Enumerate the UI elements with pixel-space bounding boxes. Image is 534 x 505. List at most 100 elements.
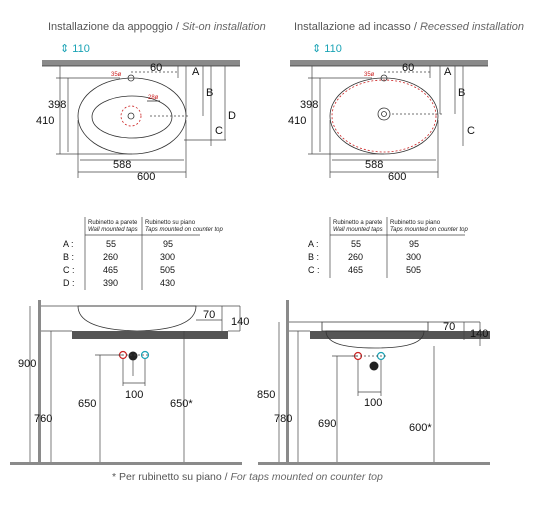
basin-inner-left (91, 95, 173, 139)
waste-icon-left (127, 112, 135, 120)
tap-hole-left (127, 74, 135, 82)
floor-right (258, 462, 490, 465)
th-top-en-right: Taps mounted on counter top (390, 227, 468, 233)
svg-text:B :: B : (308, 252, 319, 262)
tap-depth-label-left: ⇕ 110 (60, 43, 90, 55)
dim-600-right: 600 (388, 171, 406, 183)
wall-left (38, 300, 41, 464)
table-row: A : 55 95 (63, 239, 173, 249)
svg-text:A :: A : (308, 239, 319, 249)
svg-text:B :: B : (63, 252, 74, 262)
mixer-icon-left (128, 351, 138, 361)
table-row: B : 260 300 (308, 252, 421, 262)
svg-text:C :: C : (308, 265, 320, 275)
table-left: Rubinetto a parete Wall mounted taps Rub… (63, 217, 223, 290)
footnote: * Per rubinetto su piano / For taps moun… (112, 471, 383, 483)
table-row: C : 465 505 (308, 265, 421, 275)
dim-100-right: 100 (364, 397, 382, 409)
svg-text:390: 390 (103, 278, 118, 288)
svg-text:300: 300 (406, 252, 421, 262)
dim-588-right: 588 (365, 159, 383, 171)
svg-text:95: 95 (163, 239, 173, 249)
table-row: C : 465 505 (63, 265, 175, 275)
floor-left (10, 462, 242, 465)
cold-tap-icon-left (140, 350, 150, 360)
svg-text:55: 55 (351, 239, 361, 249)
wall-bar-left (42, 60, 240, 66)
dim-A-right: A (444, 66, 452, 78)
wall-right (286, 300, 289, 464)
waste-icon-right (377, 107, 391, 121)
tap-hole-right (380, 74, 388, 82)
dim-60-left: 60 (150, 62, 162, 74)
waste-diameter-left: 28ø (148, 95, 159, 101)
tap-depth-label-right: ⇕ 110 (312, 43, 342, 55)
counter-right (310, 331, 490, 339)
dim-410-right: 410 (288, 115, 306, 127)
dim-690-right: 690 (318, 418, 336, 430)
dim-600-left: 600 (137, 171, 155, 183)
svg-text:95: 95 (409, 239, 419, 249)
dim-900-left: 900 (18, 358, 36, 370)
waste-circle-left (120, 105, 142, 127)
dim-B-left: B (206, 87, 213, 99)
dim-588-left: 588 (113, 159, 131, 171)
cutout-outline-right (331, 79, 437, 153)
elevation-recessed: 70 140 100 850 780 690 600* (257, 300, 490, 465)
dim-70-left: 70 (203, 309, 215, 321)
th-top-en-left: Taps mounted on counter top (145, 227, 223, 233)
table-row: B : 260 300 (63, 252, 175, 262)
th-wall-en-right: Wall mounted taps (333, 227, 383, 233)
counter-left (72, 331, 228, 339)
th-wall-it-left: Rubinetto a parete (88, 220, 138, 226)
dim-780-right: 780 (274, 413, 292, 425)
dim-140-right: 140 (470, 328, 488, 340)
th-wall-it-right: Rubinetto a parete (333, 220, 383, 226)
dim-100-left: 100 (125, 389, 143, 401)
basin-outline-right (329, 77, 439, 155)
basin-side-left (77, 305, 197, 332)
table-row: A : 55 95 (308, 239, 419, 249)
mixer-icon-right (369, 361, 379, 371)
dim-600-star-right: 600* (409, 422, 432, 434)
svg-text:260: 260 (348, 252, 363, 262)
dim-650-left: 650 (78, 398, 96, 410)
dim-B-right: B (458, 87, 465, 99)
dim-398-left: 398 (48, 99, 66, 111)
table-row: D : 390 430 (63, 278, 175, 288)
svg-text:A :: A : (63, 239, 74, 249)
basin-side-right (325, 330, 425, 349)
svg-text:55: 55 (106, 239, 116, 249)
dim-D-left: D (228, 110, 236, 122)
svg-text:260: 260 (103, 252, 118, 262)
basin-rim-right (321, 321, 429, 332)
svg-text:505: 505 (160, 265, 175, 275)
th-top-it-right: Rubinetto su piano (390, 220, 441, 226)
dim-60-right: 60 (402, 62, 414, 74)
hole-diameter-right: 35ø (364, 72, 375, 78)
svg-text:465: 465 (348, 265, 363, 275)
basin-outline-left (77, 77, 187, 155)
dim-760-left: 760 (34, 413, 52, 425)
svg-text:430: 430 (160, 278, 175, 288)
dim-A-left: A (192, 66, 200, 78)
svg-text:300: 300 (160, 252, 175, 262)
table-right: Rubinetto a parete Wall mounted taps Rub… (308, 217, 468, 278)
dim-C-left: C (215, 125, 223, 137)
plan-recessed: ⇕ 110 35ø 60 A B C 398 410 588 600 (288, 43, 488, 183)
elevation-sit-on: 70 140 100 900 760 650 650* (10, 300, 249, 465)
title-left: Installazione da appoggio / Sit-on insta… (48, 21, 266, 33)
svg-text:C :: C : (63, 265, 75, 275)
hole-diameter-left: 35ø (111, 72, 122, 78)
plan-sit-on: ⇕ 110 35ø 28ø 60 A B D C 398 410 (36, 43, 240, 183)
svg-text:D :: D : (63, 278, 75, 288)
title-right: Installazione ad incasso / Recessed inst… (294, 21, 524, 33)
dim-410-left: 410 (36, 115, 54, 127)
dim-650-star-left: 650* (170, 398, 193, 410)
th-top-it-left: Rubinetto su piano (145, 220, 196, 226)
dim-70-right: 70 (443, 321, 455, 333)
dim-C-right: C (467, 125, 475, 137)
svg-text:465: 465 (103, 265, 118, 275)
